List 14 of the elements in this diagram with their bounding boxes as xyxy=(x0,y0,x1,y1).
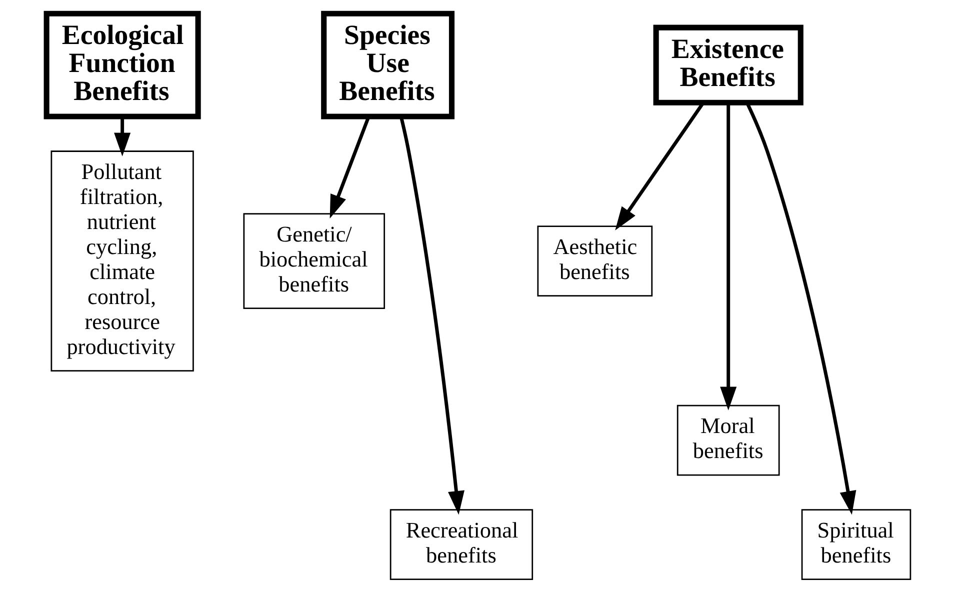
node-box: Species Use Benefits xyxy=(320,10,454,120)
node-box: Ecological Function Benefits xyxy=(43,10,200,120)
arrow xyxy=(398,116,464,515)
node-box: Moral benefits xyxy=(676,404,780,476)
node-box: Recreational benefits xyxy=(389,509,533,580)
arrow xyxy=(720,102,736,410)
node-box: Existence Benefits xyxy=(652,24,803,106)
arrow xyxy=(745,102,856,515)
node-box: Aesthetic benefits xyxy=(536,226,652,296)
node-box: Spiritual benefits xyxy=(800,509,911,580)
arrow xyxy=(114,116,130,156)
arrow xyxy=(329,116,370,219)
node-box: Pollutant filtration, nutrient cycling, climate control, resource productivity xyxy=(50,150,194,372)
node-box: Genetic/ biochemical benefits xyxy=(242,213,385,309)
